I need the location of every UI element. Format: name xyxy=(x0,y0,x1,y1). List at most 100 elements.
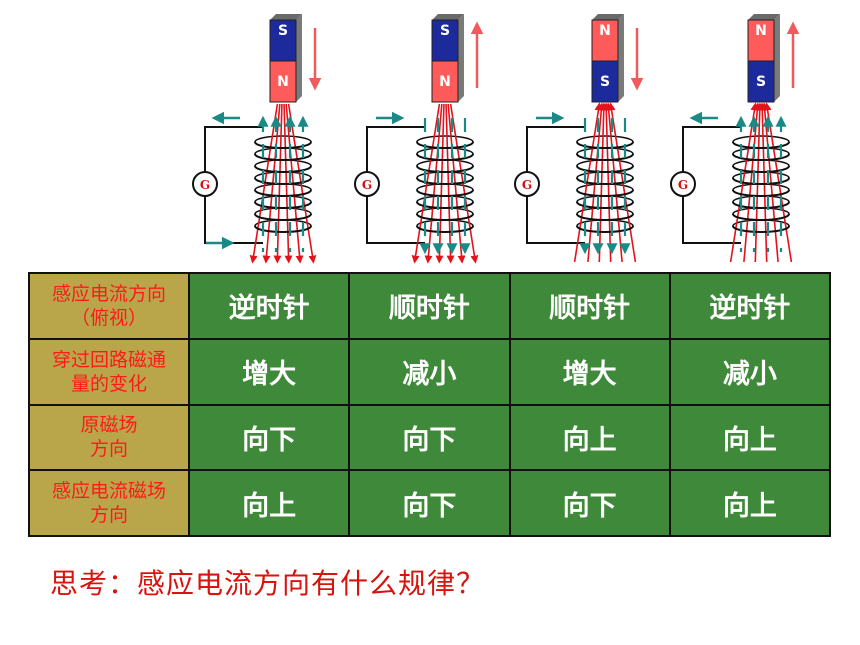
magnet-bottom-pole xyxy=(747,60,775,103)
table-cell: 减小 xyxy=(348,337,511,406)
table-cell: 向下 xyxy=(187,403,351,472)
coil-turn-front xyxy=(416,213,474,221)
magnet-side-face xyxy=(774,14,780,102)
coil-turn-front xyxy=(416,189,474,197)
magnet-top-face xyxy=(432,14,464,20)
magnet-top-face xyxy=(270,14,302,20)
magnet-side-face xyxy=(296,14,302,102)
coil-turn-front xyxy=(576,225,634,233)
galvanometer-label: G xyxy=(522,178,532,192)
magnet-side-face xyxy=(458,14,464,102)
row-header-line: 感应电流磁场 xyxy=(51,480,166,503)
magnet-bottom-pole-label: N xyxy=(439,74,451,90)
row-header: 感应电流方向（俯视） xyxy=(28,272,190,340)
table-cell: 向上 xyxy=(668,469,832,537)
coil-turn-back xyxy=(732,135,790,143)
magnet-top-face xyxy=(592,14,624,20)
coil-turn-front xyxy=(254,189,312,197)
question-text: 思考：感应电流方向有什么规律？ xyxy=(50,567,486,600)
coil-turn-front xyxy=(416,225,474,233)
galvanometer-icon xyxy=(670,171,696,197)
coil-turn-front xyxy=(254,153,312,161)
coil-turn-front xyxy=(576,213,634,221)
magnet-bottom-pole xyxy=(269,60,297,103)
magnet-top-face xyxy=(748,14,780,20)
table-cell: 顺时针 xyxy=(508,272,671,340)
table-cell: 向下 xyxy=(348,403,511,472)
galvanometer-label: G xyxy=(200,178,210,192)
coil-turn-front xyxy=(732,225,790,233)
galvanometer-label: G xyxy=(678,178,688,192)
coil-turn-back xyxy=(576,135,634,143)
coil-turn-front xyxy=(254,165,312,173)
table-cell: 顺时针 xyxy=(348,272,511,340)
experiment-panel: G N S xyxy=(514,14,644,263)
row-header: 原磁场方向 xyxy=(28,403,190,472)
row-header: 穿过回路磁通量的变化 xyxy=(28,337,190,406)
row-header: 感应电流磁场方向 xyxy=(28,469,190,537)
coil-turn-front xyxy=(576,201,634,209)
galvanometer-icon xyxy=(514,171,540,197)
table-cell: 向上 xyxy=(187,469,351,537)
coil-turn-front xyxy=(732,201,790,209)
magnet-bottom-pole xyxy=(591,60,619,103)
coil-turn-front xyxy=(576,141,634,149)
row-header-line: 量的变化 xyxy=(70,372,147,395)
experiment-panel: G S N xyxy=(354,14,484,264)
coil-turn-front xyxy=(576,165,634,173)
magnet-bottom-pole-label: S xyxy=(756,74,766,90)
galvanometer-label: G xyxy=(362,178,372,192)
table-cell: 减小 xyxy=(668,337,832,406)
magnet-top-pole-label: N xyxy=(755,23,767,39)
magnet-bottom-pole xyxy=(431,60,459,103)
magnet-top-pole-label: S xyxy=(440,23,450,39)
coil-turn-front xyxy=(416,141,474,149)
coil-turn-front xyxy=(576,153,634,161)
coil-turn-front xyxy=(732,177,790,185)
coil-turn-front xyxy=(416,165,474,173)
coil-turn-front xyxy=(254,225,312,233)
galvanometer-icon xyxy=(354,171,380,197)
table-cell: 向上 xyxy=(668,403,832,472)
magnet-bottom-pole-label: N xyxy=(277,74,289,90)
coil-turn-front xyxy=(576,177,634,185)
coil-turn-front xyxy=(254,177,312,185)
coil-turn-front xyxy=(416,177,474,185)
row-header-line: 感应电流方向 xyxy=(51,282,166,305)
coil-turn-front xyxy=(416,153,474,161)
table-row: 感应电流磁场方向向上向下向下向上 xyxy=(28,469,832,537)
coil-turn-back xyxy=(254,135,312,143)
table-cell: 增大 xyxy=(508,337,671,406)
row-header-line: 方向 xyxy=(89,438,128,461)
coil-turn-front xyxy=(732,165,790,173)
experiment-panel: GSN xyxy=(192,14,322,264)
experiment-panel: G N S xyxy=(670,14,800,263)
galvanometer-icon xyxy=(192,171,218,197)
table-cell: 向下 xyxy=(508,469,671,537)
coil-turn-front xyxy=(254,213,312,221)
table-cell: 增大 xyxy=(187,337,351,406)
table-row: 穿过回路磁通量的变化增大减小增大减小 xyxy=(28,337,832,406)
coil-turn-back xyxy=(416,135,474,143)
table-cell: 逆时针 xyxy=(187,272,351,340)
row-header-line: 穿过回路磁通 xyxy=(51,348,166,371)
row-header-line: 方向 xyxy=(89,504,128,527)
result-table: 感应电流方向（俯视）逆时针顺时针顺时针逆时针穿过回路磁通量的变化增大减小增大减小… xyxy=(28,272,832,537)
row-header-line: （俯视） xyxy=(70,306,147,329)
magnet-side-face xyxy=(618,14,624,102)
magnet-top-pole xyxy=(269,19,297,62)
row-header-line: 原磁场 xyxy=(80,414,138,437)
coil-turn-front xyxy=(732,189,790,197)
table-cell: 向下 xyxy=(348,469,511,537)
table-cell: 逆时针 xyxy=(668,272,832,340)
table-row: 感应电流方向（俯视）逆时针顺时针顺时针逆时针 xyxy=(28,272,832,340)
coil-turn-front xyxy=(254,141,312,149)
magnet-bottom-pole-label: S xyxy=(600,74,610,90)
coil-turn-front xyxy=(732,141,790,149)
coil-turn-front xyxy=(732,213,790,221)
magnet-top-pole xyxy=(431,19,459,62)
magnet-top-pole-label: N xyxy=(599,23,611,39)
table-cell: 向上 xyxy=(508,403,671,472)
coil-turn-front xyxy=(416,201,474,209)
